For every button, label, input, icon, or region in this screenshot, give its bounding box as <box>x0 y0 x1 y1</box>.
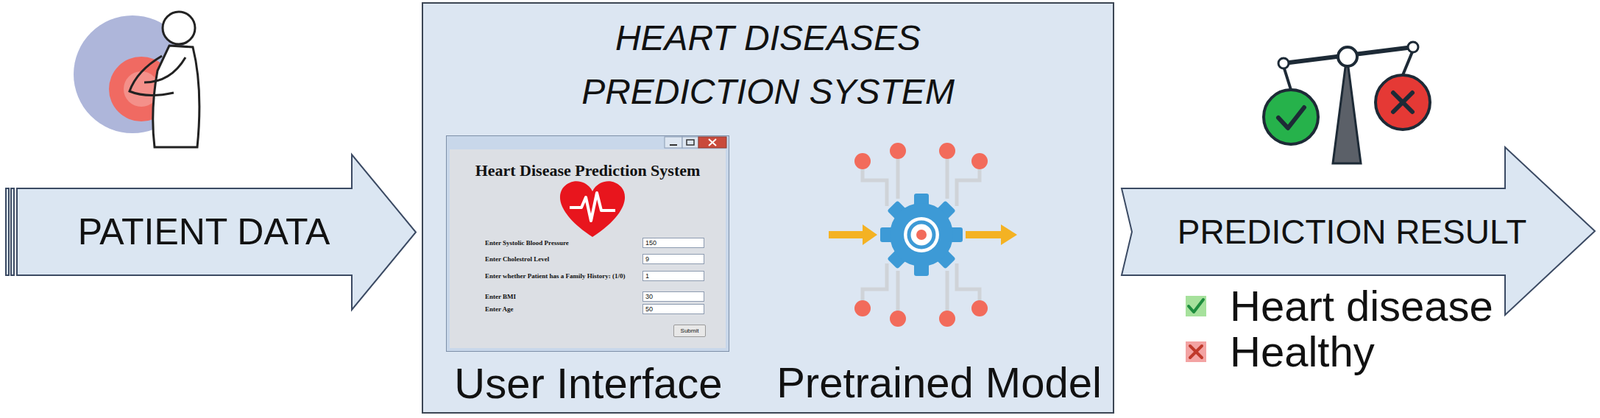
component-caption: User Interface <box>454 359 722 407</box>
arrow-bar <box>11 188 14 276</box>
component-caption: Pretrained Model <box>776 359 1102 407</box>
text-slot: Enter whether Patient has a Family Histo… <box>485 270 640 282</box>
text-slot: Enter Systolic Blood Pressure <box>485 237 640 249</box>
text-slot: Heart Disease Prediction System <box>446 159 729 182</box>
field-label: Enter whether Patient has a Family Histo… <box>485 270 625 282</box>
legend: Heart diseaseHealthy <box>1185 283 1584 380</box>
field-label: Enter Age <box>485 303 514 315</box>
legend-swatch <box>1185 295 1207 317</box>
arrow-label: PREDICTION RESULT <box>1177 211 1528 253</box>
patient-figure <box>73 11 200 148</box>
legend-row: Heart disease <box>1185 283 1584 329</box>
field-label: Enter BMI <box>485 291 516 302</box>
text-slot: Enter Age <box>485 303 640 315</box>
input-arrow: PATIENT DATA <box>5 153 419 312</box>
system-title: HEART DISEASES PREDICTION SYSTEM <box>548 11 988 119</box>
legend-swatch <box>1185 341 1207 363</box>
legend-text: Heart disease <box>1229 283 1584 329</box>
text-slot: HEART DISEASES PREDICTION SYSTEM <box>548 9 988 120</box>
field-value: 1 <box>642 270 705 282</box>
ui-window: Heart Disease Prediction SystemEnter Sys… <box>445 135 730 352</box>
text-slot: 1 <box>642 270 706 282</box>
text-slot: 30 <box>642 291 706 302</box>
arrow-outline <box>16 154 416 310</box>
text-slot: Enter Cholestrol Level <box>485 253 640 265</box>
field-label: Enter Systolic Blood Pressure <box>485 237 569 249</box>
field-value: 9 <box>642 253 705 265</box>
legend-text: Healthy <box>1229 328 1584 375</box>
field-label: Enter Cholestrol Level <box>485 253 550 265</box>
balance-icon <box>1263 41 1430 164</box>
field-value: 150 <box>642 237 705 249</box>
system-box: HEART DISEASES PREDICTION SYSTEM Heart Di… <box>421 2 1115 414</box>
field-value: 50 <box>642 303 705 315</box>
text-slot: User Interface <box>387 359 789 407</box>
text-slot: PATIENT DATA <box>49 188 359 276</box>
text-slot: PREDICTION RESULT <box>1149 188 1555 276</box>
legend-row: Healthy <box>1185 328 1584 375</box>
arrow-label: PATIENT DATA <box>78 209 331 254</box>
window-title: Heart Disease Prediction System <box>475 160 701 182</box>
text-slot: Submit <box>673 324 706 338</box>
text-slot: 150 <box>642 237 706 249</box>
text-slot: 50 <box>642 303 706 315</box>
text-slot: 9 <box>642 253 706 265</box>
field-value: 30 <box>642 291 705 302</box>
submit-button: Submit <box>673 324 706 338</box>
text-slot: Pretrained Model <box>769 359 1109 407</box>
text-slot: Enter BMI <box>485 291 640 302</box>
arrow-bar <box>5 188 9 276</box>
